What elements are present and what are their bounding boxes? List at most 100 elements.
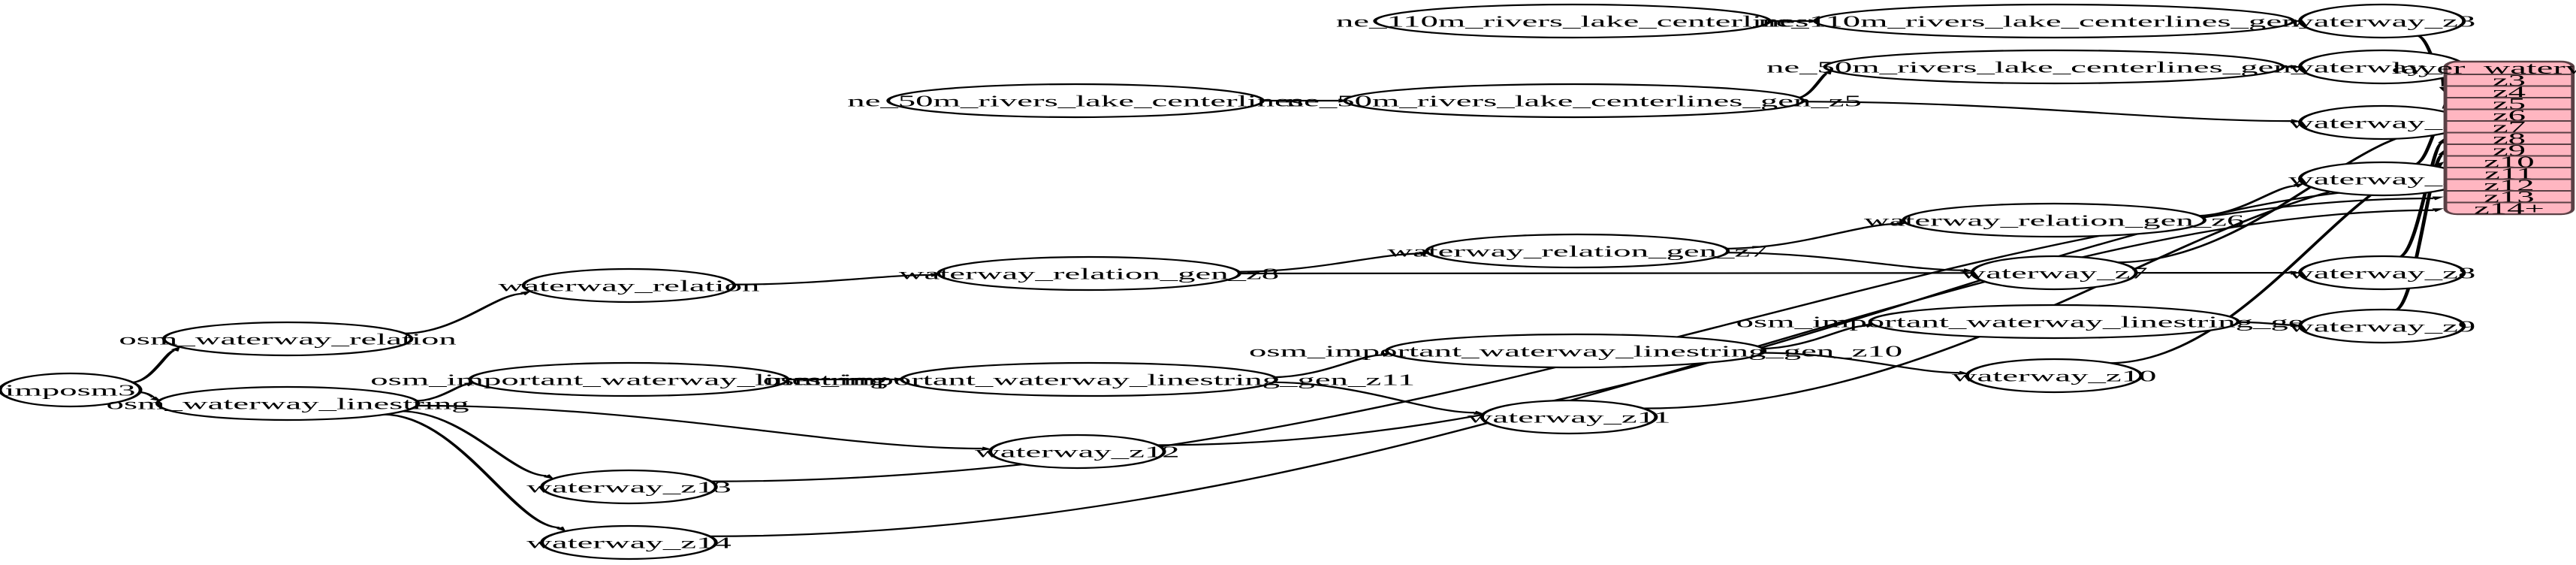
- node-ne_110m_rivers_lake_centerlines_gen_z3[interactable]: ne_110m_rivers_lake_centerlines_gen_z3: [1758, 3, 2350, 39]
- edge-waterway_relation_gen_z7--to--waterway_z7: [1724, 252, 1964, 271]
- edge-waterway_z9--to--legend-z9: [2393, 154, 2445, 311]
- edge-osm_important_waterway_linestring_gen_z10--to--waterway_z10: [1760, 352, 1959, 374]
- edge-waterway_z14--to--legend-z14+: [707, 209, 2434, 537]
- edge-osm_waterway_linestring--to--waterway_z12: [414, 404, 982, 450]
- node-shape[interactable]: [161, 321, 414, 357]
- arrowhead-icon: [2291, 65, 2302, 69]
- arrowhead-icon: [2293, 183, 2305, 188]
- edge-osm_waterway_linestring--to--waterway_z14: [382, 413, 560, 529]
- node-waterway_z12[interactable]: waterway_z12: [975, 434, 1180, 470]
- node-shape[interactable]: [540, 469, 718, 505]
- node-waterway_z8[interactable]: waterway_z8: [2288, 255, 2475, 291]
- edge-waterway_z8--to--legend-z8: [2397, 142, 2445, 258]
- node-osm_waterway_linestring[interactable]: osm_waterway_linestring: [107, 385, 469, 421]
- node-shape[interactable]: [937, 255, 1241, 292]
- legend-row-z10[interactable]: [2444, 155, 2574, 168]
- edge-ne_50m_rivers_lake_centerlines_gen_z5--to--waterway_z5: [1798, 101, 2291, 122]
- edge-imposm3--to--osm_waterway_relation: [131, 349, 176, 384]
- legend-row-z7[interactable]: [2444, 120, 2574, 134]
- node-waterway_relation_gen_z7[interactable]: waterway_relation_gen_z7: [1387, 233, 1768, 269]
- node-ne_50m_rivers_lake_centerlines_gen_z4[interactable]: ne_50m_rivers_lake_centerlines_gen_z4: [1766, 49, 2342, 85]
- node-shape[interactable]: [1343, 83, 1805, 119]
- node-waterway_relation_gen_z6[interactable]: waterway_relation_gen_z6: [1864, 202, 2244, 238]
- node-shape[interactable]: [1384, 333, 1767, 369]
- node-shape[interactable]: [0, 372, 143, 408]
- node-shape[interactable]: [1373, 3, 1772, 39]
- arrowhead-icon: [2433, 162, 2445, 168]
- legend-row-z11[interactable]: [2444, 167, 2574, 180]
- legend-row-z14plus[interactable]: [2444, 201, 2574, 215]
- node-shape[interactable]: [1480, 399, 1658, 435]
- legend-row-z5[interactable]: [2444, 97, 2574, 110]
- node-shape[interactable]: [1425, 233, 1730, 269]
- arrowhead-icon: [2432, 208, 2445, 213]
- node-waterway_relation[interactable]: waterway_relation: [498, 267, 759, 304]
- arrowhead-icon: [543, 474, 554, 479]
- node-osm_waterway_relation[interactable]: osm_waterway_relation: [119, 321, 457, 357]
- edge-waterway_relation_gen_z7--to--waterway_relation_gen_z6: [1723, 222, 1898, 250]
- edge-waterway_z4--to--legend-z4: [2440, 77, 2445, 88]
- edge-osm_waterway_linestring--to--waterway_z13: [400, 410, 547, 477]
- node-shape[interactable]: [988, 434, 1166, 470]
- node-waterway_z11[interactable]: waterway_z11: [1467, 399, 1671, 435]
- node-shape[interactable]: [2298, 3, 2466, 39]
- legend-row-z13[interactable]: [2444, 190, 2574, 204]
- arrowhead-icon: [2432, 196, 2445, 201]
- node-waterway_z13[interactable]: waterway_z13: [526, 469, 731, 505]
- arrowhead-icon: [2290, 323, 2302, 328]
- node-shape[interactable]: [1965, 358, 2143, 394]
- edge-ne_50m_rivers_lake_centerlines_gen_z5--to--ne_50m_rivers_lake_centerlines_gen_z4: [1795, 72, 1829, 99]
- node-ne_50m_rivers_lake_centerlines_gen_z5[interactable]: ne_50m_rivers_lake_centerlines_gen_z5: [1286, 83, 1862, 119]
- node-shape[interactable]: [521, 267, 737, 304]
- edge-waterway_z12--to--legend-z12: [1155, 186, 2434, 446]
- node-ne_110m_rivers_lake_centerlines[interactable]: ne_110m_rivers_lake_centerlines: [1336, 3, 1808, 39]
- arrowhead-icon: [170, 346, 180, 352]
- node-shape[interactable]: [2298, 49, 2466, 85]
- legend-row-z3[interactable]: [2444, 74, 2574, 87]
- node-waterway_z14[interactable]: waterway_z14: [526, 524, 731, 560]
- node-shape[interactable]: [468, 361, 790, 397]
- node-waterway_z10[interactable]: waterway_z10: [1952, 358, 2157, 394]
- node-shape[interactable]: [1970, 255, 2138, 291]
- arrowhead-icon: [930, 273, 942, 277]
- node-shape[interactable]: [886, 83, 1265, 119]
- edge-waterway_relation_gen_z8--to--waterway_relation_gen_z7: [1235, 252, 1420, 273]
- node-shape[interactable]: [540, 524, 718, 560]
- legend-row-z4[interactable]: [2444, 85, 2574, 98]
- node-shape[interactable]: [1902, 202, 2206, 238]
- edge-osm_important_waterway_linestring_gen_z10--to--osm_important_waterway_linestring_gen_z9: [1759, 325, 1866, 350]
- node-imposm3[interactable]: imposm3: [0, 372, 143, 408]
- node-shape[interactable]: [1868, 304, 2240, 340]
- edge-waterway_relation--to--waterway_relation_gen_z8: [731, 273, 931, 286]
- edge-waterway_z7--to--legend-z7: [2116, 129, 2436, 264]
- node-waterway_z3[interactable]: waterway_z3: [2288, 3, 2475, 39]
- node-shape[interactable]: [2298, 308, 2466, 344]
- edge-osm_important_waterway_linestring_gen_z9--to--waterway_z9: [2234, 321, 2291, 326]
- node-waterway_z9[interactable]: waterway_z9: [2288, 308, 2475, 344]
- node-shape[interactable]: [1823, 49, 2285, 85]
- node-waterway_z7[interactable]: waterway_z7: [1960, 255, 2148, 291]
- legend-row-z8[interactable]: [2444, 131, 2574, 145]
- legend-row-z9[interactable]: [2444, 144, 2574, 157]
- legend-row-z6[interactable]: [2444, 108, 2574, 122]
- edge-osm_important_waterway_linestring_gen_z11--to--waterway_z11: [1269, 381, 1475, 414]
- node-osm_important_waterway_linestring_gen_z9[interactable]: osm_important_waterway_linestring_gen_z9: [1736, 304, 2372, 340]
- arrowhead-icon: [2290, 119, 2302, 123]
- edge-osm_waterway_relation--to--waterway_relation: [402, 292, 523, 335]
- node-shape[interactable]: [1813, 3, 2296, 39]
- node-shape[interactable]: [155, 385, 421, 421]
- arrowhead-icon: [520, 291, 532, 296]
- arrowhead-icon: [556, 526, 566, 532]
- legend-row-z12[interactable]: [2444, 178, 2574, 192]
- node-shape[interactable]: [2298, 255, 2466, 291]
- node-shape[interactable]: [2298, 161, 2466, 197]
- edge-osm_waterway_linestring--to--osm_important_waterway_linestring: [414, 383, 467, 402]
- node-layer: imposm3 osm_waterway_relation osm_waterway…: [0, 3, 2475, 560]
- node-waterway_relation_gen_z8[interactable]: waterway_relation_gen_z8: [899, 255, 1279, 292]
- node-shape[interactable]: [900, 361, 1278, 397]
- node-ne_50m_rivers_lake_centerlines[interactable]: ne_50m_rivers_lake_centerlines: [847, 83, 1304, 119]
- edge-osm_important_waterway_linestring_gen_z11--to--osm_important_waterway_linestring_gen_z10: [1271, 354, 1383, 379]
- node-shape[interactable]: [2298, 104, 2466, 140]
